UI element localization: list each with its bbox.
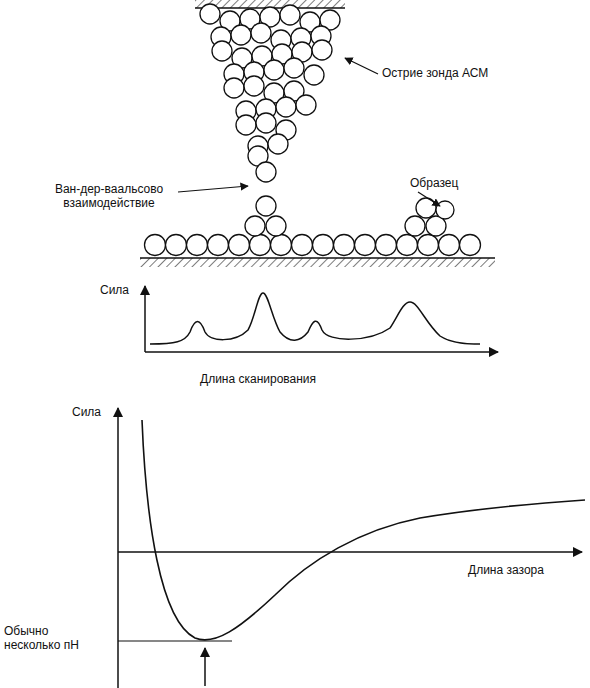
atom bbox=[284, 58, 304, 78]
atom bbox=[251, 23, 271, 43]
atom bbox=[405, 216, 425, 236]
atom bbox=[244, 76, 264, 96]
atom bbox=[280, 5, 300, 25]
force-distance-curve bbox=[142, 420, 585, 640]
atom bbox=[208, 235, 229, 256]
atom bbox=[292, 235, 313, 256]
atom bbox=[460, 235, 481, 256]
atom bbox=[187, 235, 208, 256]
atom bbox=[145, 235, 166, 256]
substrate-hatch bbox=[140, 258, 495, 267]
atom bbox=[313, 235, 334, 256]
sample-atoms bbox=[145, 196, 481, 256]
atom bbox=[166, 235, 187, 256]
tip-atoms bbox=[200, 4, 340, 182]
atom bbox=[296, 95, 316, 115]
atom bbox=[276, 97, 296, 117]
atom bbox=[245, 216, 265, 236]
atom bbox=[250, 235, 271, 256]
atom bbox=[266, 216, 286, 236]
force-trace bbox=[150, 293, 480, 344]
sample-label: Образец bbox=[410, 176, 458, 190]
axis-label: Сила bbox=[100, 283, 129, 297]
atom bbox=[231, 25, 251, 45]
atom bbox=[376, 235, 397, 256]
atom bbox=[256, 162, 276, 182]
atom bbox=[212, 41, 232, 61]
atom bbox=[439, 235, 460, 256]
atom bbox=[355, 235, 376, 256]
atom bbox=[271, 235, 292, 256]
atom bbox=[229, 235, 250, 256]
atom bbox=[268, 134, 288, 154]
atom bbox=[236, 115, 256, 135]
tip-label: Острие зонда АСМ bbox=[382, 66, 488, 80]
atom bbox=[334, 235, 355, 256]
atom bbox=[304, 65, 324, 85]
atom bbox=[264, 60, 284, 80]
atom bbox=[224, 78, 244, 98]
axis-label: Длина зазора bbox=[468, 563, 544, 577]
axis-label: Длина сканирования bbox=[200, 372, 316, 386]
atom bbox=[436, 201, 454, 219]
atom bbox=[200, 4, 220, 24]
atom bbox=[418, 235, 439, 256]
axis-label: Сила bbox=[72, 405, 101, 419]
atom bbox=[397, 235, 418, 256]
atom bbox=[256, 196, 276, 216]
atom bbox=[256, 113, 276, 133]
atom bbox=[312, 40, 332, 60]
interaction-label: Ван-дер-ваальсово взаимодействие bbox=[40, 182, 178, 210]
force-note: Обычно несколько пН bbox=[4, 624, 104, 652]
